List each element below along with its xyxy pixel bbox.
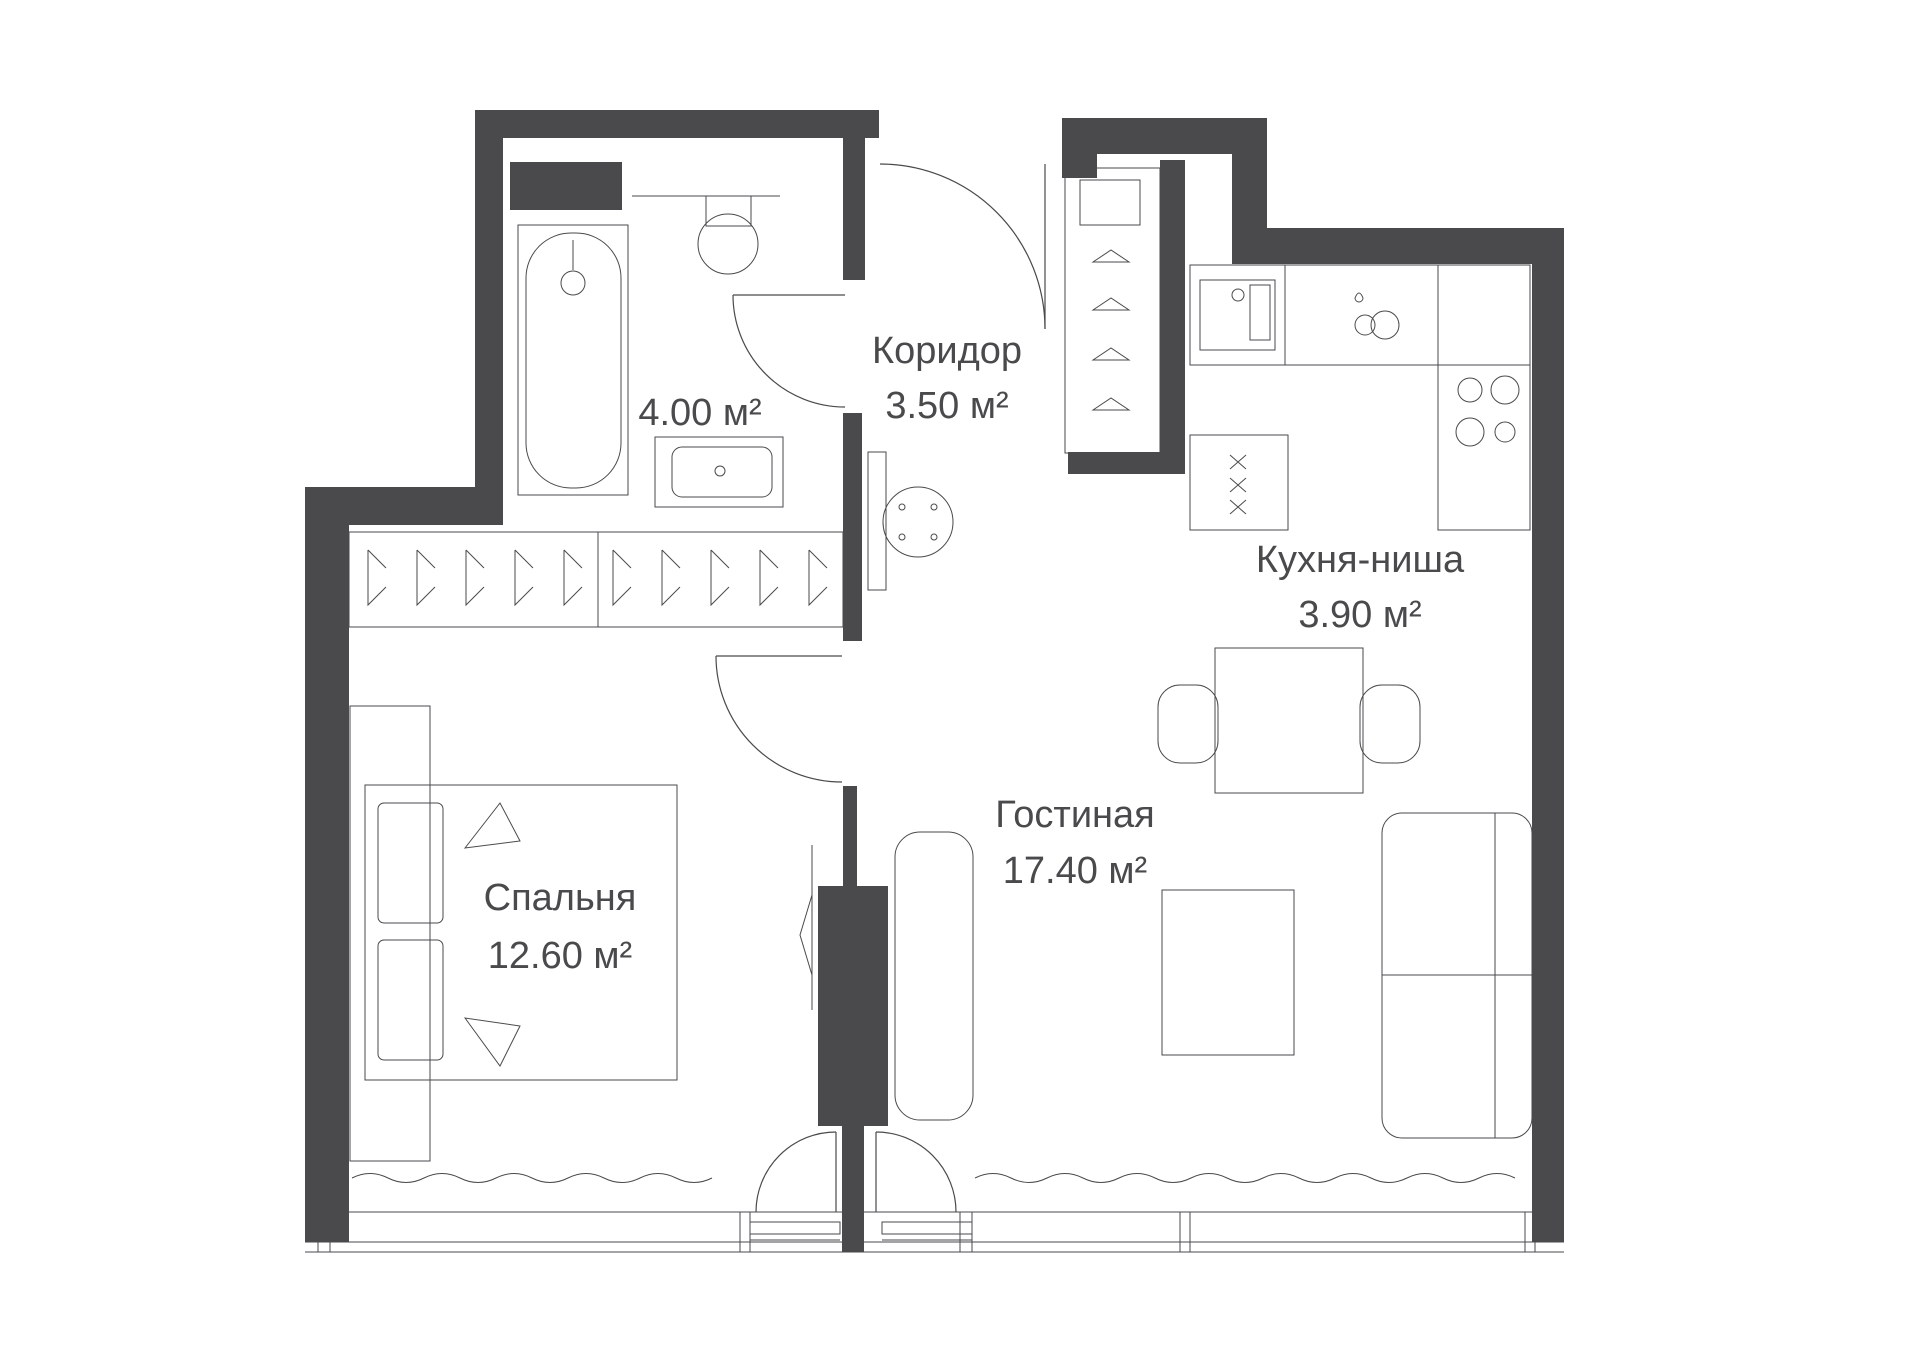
- wardrobe: [348, 531, 844, 628]
- hanger-icon: [563, 549, 583, 607]
- kitchen-name: Кухня-ниша: [1256, 539, 1465, 581]
- bath-shaft: [510, 162, 622, 210]
- wall-bath-left: [475, 110, 503, 508]
- bedroom-area: 12.60 м²: [488, 935, 632, 977]
- kitchen: [1189, 264, 1531, 531]
- hanger-icon: [759, 549, 779, 607]
- hanger-icon: [416, 549, 436, 607]
- hanger-icon: [612, 549, 632, 607]
- hanger-icon: [661, 549, 681, 607]
- hanger-icon: [808, 549, 828, 607]
- wall-bath-top: [475, 110, 879, 138]
- living-furniture: [894, 812, 1533, 1139]
- wardrobe-hangers: [367, 549, 828, 607]
- bathroom-fixtures: [517, 195, 784, 508]
- wall-entry-stub: [1062, 118, 1097, 178]
- wall-bath-right-upper: [843, 138, 865, 280]
- doors: [715, 163, 1046, 1010]
- windows: [305, 1131, 1564, 1253]
- wall-niche-bottom: [1068, 452, 1185, 474]
- wall-partition-upper: [843, 508, 862, 641]
- kitchen-area: 3.90 м²: [1298, 594, 1421, 636]
- hanger-icon: [514, 549, 534, 607]
- bedroom-name: Спальня: [484, 877, 637, 919]
- wall-column: [818, 886, 888, 1126]
- corridor-area: 3.50 м²: [885, 385, 1008, 427]
- hall-furniture: [867, 167, 1161, 591]
- wall-top-right: [1232, 228, 1564, 264]
- wall-partition-bottom: [842, 1126, 864, 1252]
- corridor-name: Коридор: [872, 330, 1022, 372]
- hanger-icon: [367, 549, 387, 607]
- living-area: 17.40 м²: [1003, 850, 1147, 892]
- wall-left: [305, 487, 349, 1242]
- bathroom-area: 4.00 м²: [638, 392, 761, 434]
- hanger-icon: [710, 549, 730, 607]
- wall-partition-mid: [843, 786, 857, 886]
- wall-shaft: [1232, 118, 1267, 230]
- dining-set: [1157, 647, 1421, 794]
- wall-niche: [1160, 160, 1185, 474]
- wall-bath-right-lower: [843, 413, 862, 508]
- hanger-icon: [465, 549, 485, 607]
- room-labels: 4.00 м² Коридор 3.50 м² Кухня-ниша 3.90 …: [484, 330, 1465, 977]
- living-name: Гостиная: [995, 794, 1155, 836]
- bedroom-furniture: [349, 705, 678, 1162]
- wall-right: [1532, 228, 1564, 1242]
- walls: [305, 110, 1564, 1252]
